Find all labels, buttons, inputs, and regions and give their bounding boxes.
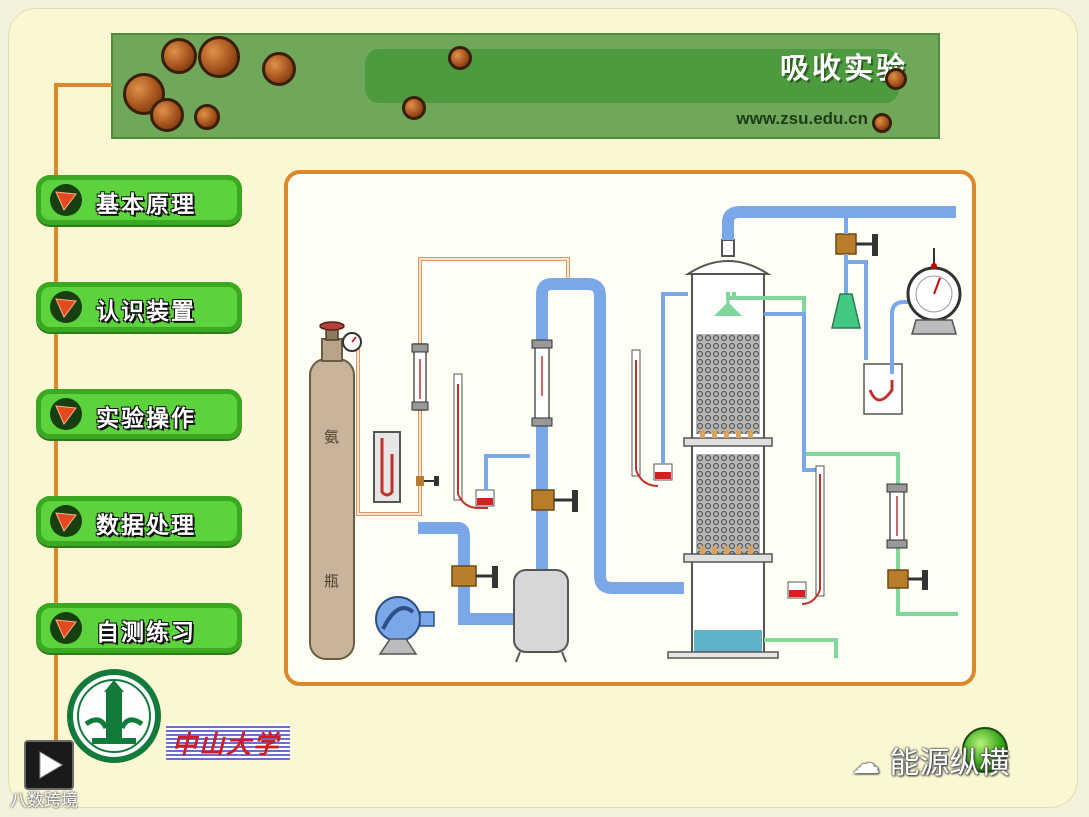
menu-button-label: 基本原理 <box>96 192 196 218</box>
menu-connector-line <box>54 83 112 87</box>
menu-button-operation[interactable]: 实验操作 <box>36 389 242 439</box>
column-liquid-bottom <box>694 630 762 652</box>
ammonia-valve <box>416 476 424 486</box>
air-pipe-to-compressor <box>418 522 516 625</box>
absorption-flask <box>831 293 861 329</box>
decorative-bead <box>885 68 907 90</box>
decorative-bead <box>161 38 197 74</box>
menu-button-data-processing[interactable]: 数据处理 <box>36 496 242 546</box>
play-button[interactable] <box>24 740 74 790</box>
decorative-bead <box>872 113 892 133</box>
gas-outlet-pipe <box>722 206 956 240</box>
cylinder-label-bottom: 瓶 <box>324 572 339 590</box>
gas-sampling-bottle <box>863 363 903 415</box>
menu-button-label: 认识装置 <box>96 299 196 325</box>
liquid-spray-nozzle <box>714 302 742 316</box>
column-top-dome <box>684 260 772 275</box>
decorative-bead <box>402 96 426 120</box>
menu-button-label: 数据处理 <box>96 513 196 539</box>
packing-section-lower <box>696 454 760 554</box>
watermark-bottom-right: ☁ 能源纵横 <box>852 738 1010 782</box>
buffer-tank <box>513 569 569 653</box>
decorative-bead <box>448 46 472 70</box>
decorative-bead <box>194 104 220 130</box>
air-valve <box>531 489 555 511</box>
cylinder-label-top: 氨 <box>324 428 339 446</box>
watermark-bottom-left: 八数跨境 <box>10 791 78 811</box>
menu-button-equipment[interactable]: 认识装置 <box>36 282 242 332</box>
play-icon <box>39 751 63 779</box>
water-supply-line <box>726 292 900 484</box>
air-pipe-riser <box>536 278 684 594</box>
u-tube-manometer-frame <box>373 431 401 503</box>
triangle-down-icon <box>50 291 82 323</box>
decorative-green-orb <box>962 727 1008 773</box>
cylinder-neck <box>321 338 343 362</box>
menu-button-label: 自测练习 <box>96 620 196 646</box>
water-valve <box>887 569 909 589</box>
university-logo <box>67 669 161 763</box>
triangle-down-icon <box>50 505 82 537</box>
triangle-down-icon <box>50 612 82 644</box>
ammonia-cylinder <box>309 358 355 660</box>
university-name: 中山大学 <box>172 730 281 759</box>
outlet-valve <box>835 233 857 255</box>
water-supply-line-2 <box>896 494 958 616</box>
air-blower <box>375 596 421 642</box>
packing-section-upper <box>696 334 760 434</box>
absorption-apparatus-diagram: 氨 瓶 <box>309 206 962 663</box>
liquid-outlet-pipe <box>764 638 838 658</box>
decorative-bead <box>262 52 296 86</box>
decorative-bead <box>198 36 240 78</box>
menu-button-self-test[interactable]: 自测练习 <box>36 603 242 653</box>
watermark-text: 能源纵横 <box>889 746 1010 781</box>
page-title: 吸收实验 <box>779 51 908 85</box>
triangle-down-icon <box>50 184 82 216</box>
menu-button-principles[interactable]: 基本原理 <box>36 175 242 225</box>
website-url: www.zsu.edu.cn <box>736 109 868 128</box>
university-name-banner: 中山大学 <box>166 724 290 760</box>
apparatus-diagram-panel: 氨 瓶 <box>284 170 976 686</box>
triangle-down-icon <box>50 398 82 430</box>
compressor-valve <box>451 565 477 587</box>
cylinder-handwheel <box>319 321 345 331</box>
header-banner: 吸收实验 www.zsu.edu.cn <box>111 33 940 139</box>
decorative-bead <box>150 98 184 132</box>
menu-button-label: 实验操作 <box>96 406 196 432</box>
wechat-icon: ☁ <box>852 747 880 780</box>
